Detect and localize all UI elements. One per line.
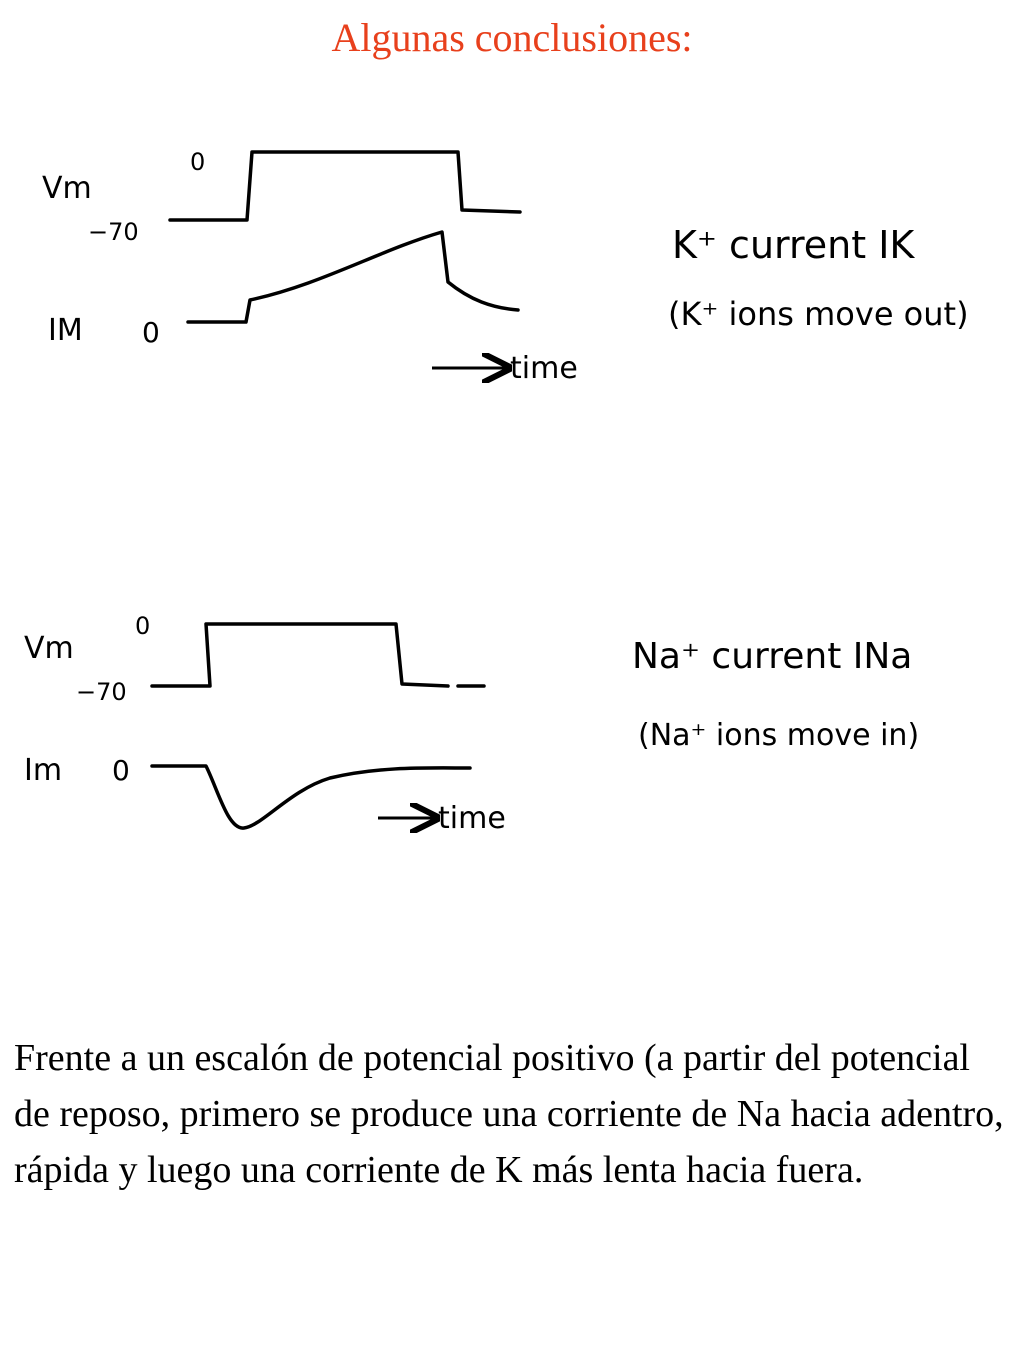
k-vm-zero-label: 0 [190, 148, 205, 176]
ion-current-diagram: Vm 0 −70 IM 0 time K⁺ current IK (K⁺ ion… [24, 148, 969, 836]
na-im-zero-label: 0 [112, 754, 130, 787]
na-current-panel: Vm 0 −70 Im 0 time Na⁺ current INa (Na⁺ … [24, 612, 919, 836]
k-current-trace [186, 230, 520, 324]
k-time-label: time [510, 351, 578, 386]
k-im-zero-label: 0 [142, 316, 160, 349]
na-voltage-step-trace [150, 622, 450, 688]
na-im-axis-label: Im [24, 753, 62, 788]
k-vm-axis-label: Vm [42, 171, 92, 206]
k-voltage-step-trace [168, 150, 522, 222]
k-ions-label: (K⁺ ions move out) [668, 295, 969, 333]
na-ions-label: (Na⁺ ions move in) [638, 718, 919, 753]
k-vm-rest-label: −70 [88, 218, 139, 246]
na-current-trace [150, 764, 472, 830]
na-vm-rest-label: −70 [76, 678, 127, 706]
k-current-panel: Vm 0 −70 IM 0 time K⁺ current IK (K⁺ ion… [42, 148, 969, 386]
na-current-label: Na⁺ current INa [632, 636, 912, 677]
k-current-label: K⁺ current IK [672, 223, 915, 267]
na-vm-axis-label: Vm [24, 631, 74, 666]
k-im-axis-label: IM [48, 313, 83, 348]
slide-title: Algunas conclusiones: [331, 15, 693, 60]
na-vm-zero-label: 0 [135, 612, 150, 640]
conclusion-text: Frente a un escalón de potencial positiv… [14, 1037, 1004, 1191]
na-time-label: time [438, 801, 506, 836]
